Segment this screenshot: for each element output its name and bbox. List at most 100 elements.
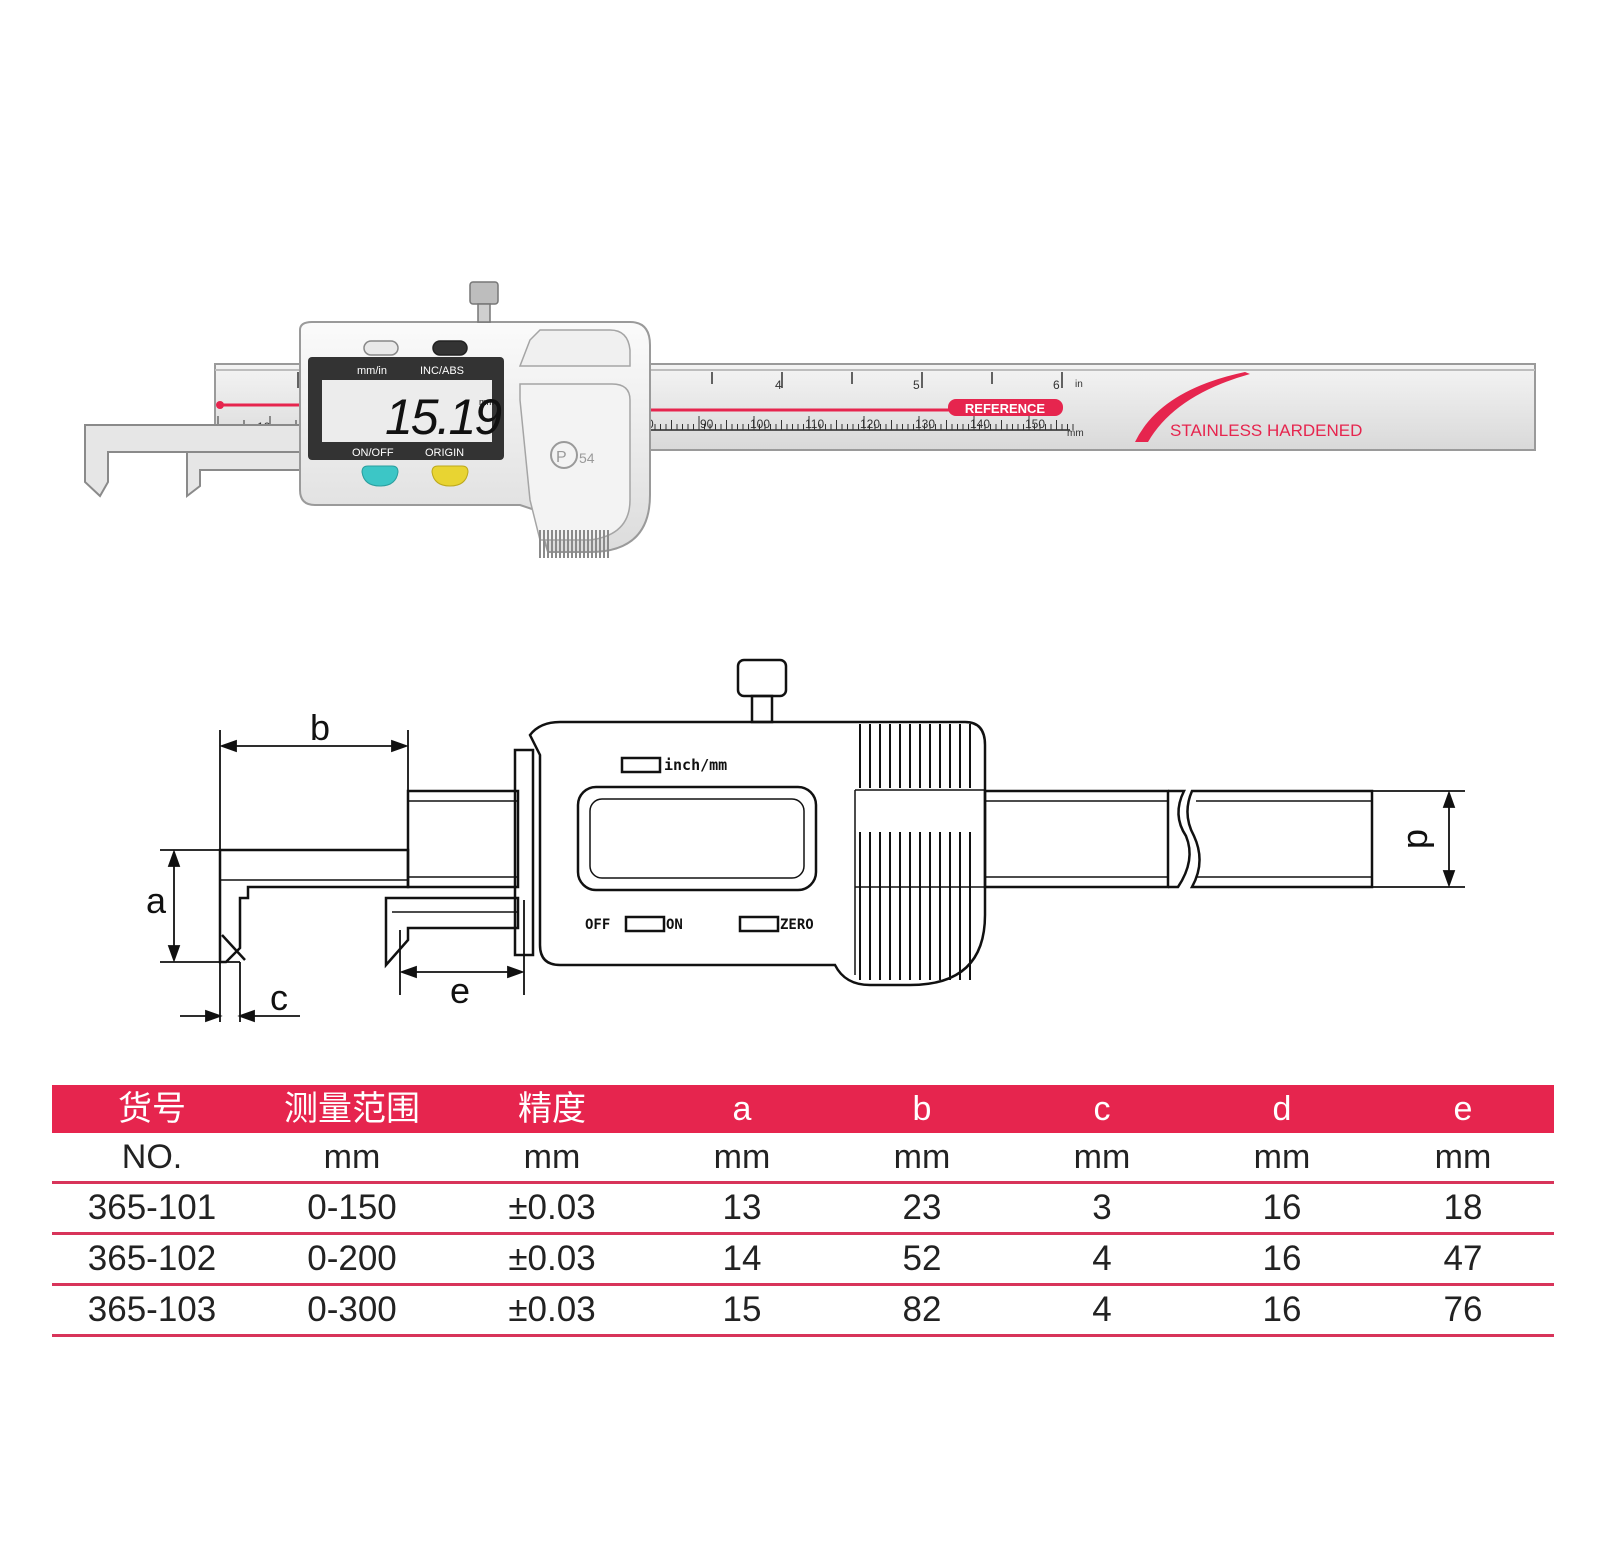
unit-cell: mm (652, 1133, 832, 1184)
cell: 365-103 (52, 1284, 252, 1337)
mm-number-90: 90 (700, 417, 714, 431)
table-units-row: NO. mm mm mm mm mm mm mm (52, 1133, 1554, 1184)
lcd-label-on-off: ON/OFF (352, 447, 394, 459)
inch-number-6: 6 (1053, 378, 1060, 392)
cell: 3 (1012, 1182, 1192, 1235)
ip-rating: 54 (579, 450, 595, 466)
lcd-reading: 15.19 (385, 389, 501, 445)
header-cell: c (1012, 1085, 1192, 1133)
mm-number-100: 100 (750, 417, 770, 431)
header-cell: e (1372, 1085, 1554, 1133)
unit-cell: mm (1372, 1133, 1554, 1184)
inc-abs-button[interactable] (432, 340, 468, 356)
cell: 47 (1372, 1233, 1554, 1286)
diagram-label-off: OFF (585, 917, 610, 933)
diagram-beam (983, 789, 1170, 889)
diagram-inch-mm-button[interactable] (620, 756, 662, 774)
slider-jaw (186, 451, 301, 499)
cell: 4 (1012, 1284, 1192, 1337)
table-header-row: 货号 测量范围 精度 a b c d e (52, 1085, 1554, 1133)
cell: 52 (832, 1233, 1012, 1286)
stainless-swoosh (1135, 372, 1250, 442)
header-cell: 精度 (452, 1085, 652, 1133)
lcd-label-inc-abs: INC/ABS (420, 365, 464, 377)
origin-button[interactable] (431, 465, 469, 487)
cell: 0-150 (252, 1182, 452, 1235)
dim-label-d: d (1400, 829, 1441, 849)
lcd-label-mm-in: mm/in (357, 365, 387, 377)
scene: STAINLESS HARDENED REFERENCE 4 5 6 in 0 … (84, 281, 1536, 1023)
diagram-thumb-wheel (736, 658, 788, 698)
mm-in-button[interactable] (363, 340, 399, 356)
cell: 82 (832, 1284, 1012, 1337)
inch-number-4: 4 (775, 378, 782, 392)
diagram-slider-body (528, 720, 987, 987)
cell: ±0.03 (452, 1284, 652, 1337)
table-row: 365-103 0-300 ±0.03 15 82 4 16 76 (52, 1284, 1554, 1337)
unit-cell: NO. (52, 1133, 252, 1184)
cell: 365-102 (52, 1233, 252, 1286)
mm-number-150: 150 (1025, 417, 1045, 431)
header-cell: 货号 (52, 1085, 252, 1133)
ip-logo: P 54 (550, 441, 595, 469)
knurled-roller (539, 530, 609, 558)
thumb-wheel (469, 281, 499, 323)
mm-number-130: 130 (915, 417, 935, 431)
mm-number-110: 110 (805, 417, 824, 431)
diagram-beam-left (406, 789, 520, 889)
diagram-on-button[interactable] (624, 915, 666, 933)
lcd-unit: mm (479, 397, 494, 407)
diagram-knurl (859, 724, 971, 980)
dim-label-c: c (270, 977, 288, 1018)
reference-label: REFERENCE (965, 401, 1046, 416)
cell: 365-101 (52, 1182, 252, 1235)
mm-number-140: 140 (970, 417, 990, 431)
cell: 14 (652, 1233, 832, 1286)
diagram-zero-button[interactable] (738, 915, 780, 933)
diagram-label-on: ON (666, 917, 683, 933)
header-cell: a (652, 1085, 832, 1133)
mm-unit: mm (1067, 428, 1084, 439)
inch-number-5: 5 (913, 378, 920, 392)
cell: ±0.03 (452, 1233, 652, 1286)
on-off-button[interactable] (361, 465, 399, 487)
dim-label-a: a (146, 880, 167, 921)
cell: 23 (832, 1182, 1012, 1235)
lcd-label-origin: ORIGIN (425, 447, 464, 459)
unit-cell: mm (452, 1133, 652, 1184)
header-cell: b (832, 1085, 1012, 1133)
diagram-lcd (576, 785, 818, 892)
inch-scale (297, 372, 1063, 388)
cell: 16 (1192, 1182, 1372, 1235)
header-cell: 测量范围 (252, 1085, 452, 1133)
diagram-fixed-jaw (218, 848, 410, 964)
cell: 13 (652, 1182, 832, 1235)
cell: 16 (1192, 1284, 1372, 1337)
cell: 76 (1372, 1284, 1554, 1337)
unit-cell: mm (1192, 1133, 1372, 1184)
unit-cell: mm (252, 1133, 452, 1184)
header-cell: d (1192, 1085, 1372, 1133)
diagram-label-zero: ZERO (780, 917, 814, 933)
cell: 0-300 (252, 1284, 452, 1337)
caliper-diagram (218, 658, 1374, 987)
dimension-lines (160, 730, 1465, 1023)
stainless-label: STAINLESS HARDENED (1170, 421, 1362, 440)
diagram-label-inch-mm: inch/mm (664, 756, 727, 774)
inch-unit: in (1075, 379, 1083, 390)
svg-text:P: P (556, 449, 567, 466)
cell: 18 (1372, 1182, 1554, 1235)
diagram-beam-break (1168, 789, 1191, 889)
reference-badge (948, 399, 1063, 416)
unit-cell: mm (832, 1133, 1012, 1184)
dim-label-e: e (450, 970, 470, 1011)
table-row: 365-102 0-200 ±0.03 14 52 4 16 47 (52, 1233, 1554, 1286)
diagram-slider-jaw (384, 896, 520, 969)
spec-table: 货号 测量范围 精度 a b c d e NO. mm mm mm mm mm … (52, 1085, 1554, 1337)
lcd-screen (322, 380, 492, 442)
dim-label-b: b (310, 707, 330, 748)
caliper-photo: STAINLESS HARDENED REFERENCE 4 5 6 in 0 … (84, 281, 1536, 558)
mm-number-120: 120 (860, 417, 880, 431)
cell: 16 (1192, 1233, 1372, 1286)
table-row: 365-101 0-150 ±0.03 13 23 3 16 18 (52, 1182, 1554, 1235)
